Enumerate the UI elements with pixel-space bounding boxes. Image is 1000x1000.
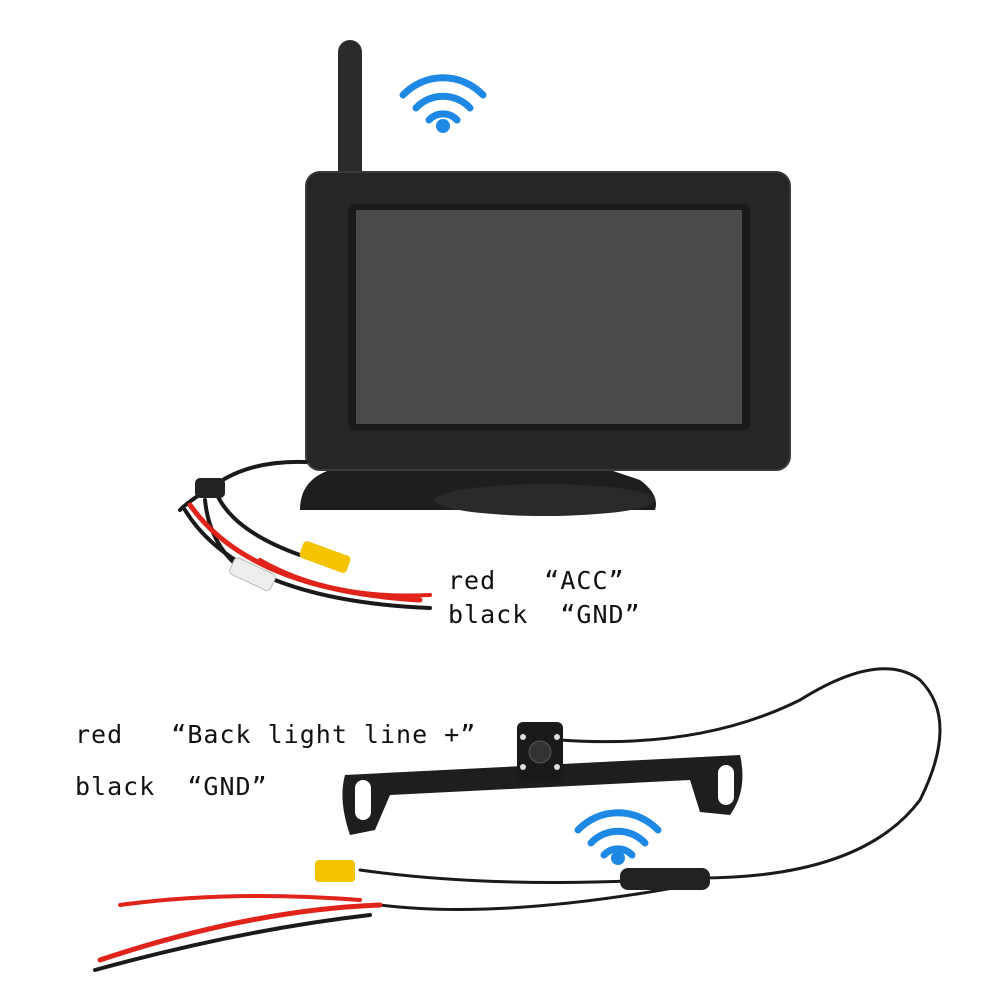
- monitor-red-wire-label: red “ACC”: [448, 566, 625, 595]
- camera: [342, 722, 743, 835]
- monitor-black-wire-label: black “GND”: [448, 600, 641, 629]
- camera-black-wire-label: black “GND”: [75, 772, 268, 801]
- antenna: [338, 40, 362, 190]
- camera-red-wire-label: red “Back light line +”: [75, 720, 477, 749]
- wifi-icon: [574, 809, 662, 859]
- wifi-icon: [399, 74, 487, 124]
- monitor: [300, 171, 791, 516]
